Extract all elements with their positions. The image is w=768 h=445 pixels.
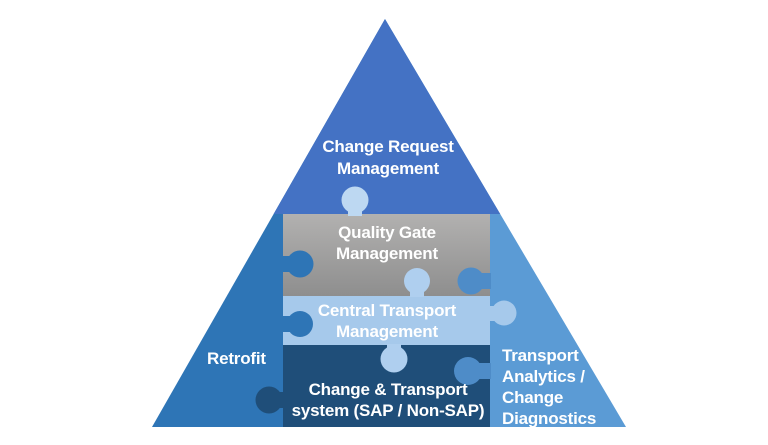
puzzle-knob-center-down	[380, 344, 408, 373]
central-transport-band	[283, 296, 490, 345]
puzzle-knob-lightblue-rightout	[487, 300, 517, 326]
central-transport-label: Central Transport Management	[317, 301, 457, 341]
puzzle-knob-left-gray	[279, 250, 314, 278]
change-request-region	[152, 19, 626, 214]
quality-gate-band	[283, 214, 490, 296]
quality-gate-label: Quality Gate Management	[336, 223, 438, 263]
transport-analytics-label: Transport Analytics / Change Diagnostics	[502, 346, 597, 428]
retrofit-label: Retrofit	[207, 349, 266, 368]
puzzle-knob-right-navy	[454, 357, 491, 385]
change-request-label: Change Request Management	[322, 137, 454, 178]
puzzle-knob-left-lightblue	[279, 311, 313, 337]
puzzle-knob-top	[341, 186, 369, 216]
change-transport-label: Change & Transport system (SAP / Non-SAP…	[291, 380, 485, 420]
puzzle-knob-navy-left	[255, 386, 285, 414]
puzzle-knob-center-up	[404, 268, 430, 297]
puzzle-knob-right-gray	[457, 267, 491, 295]
